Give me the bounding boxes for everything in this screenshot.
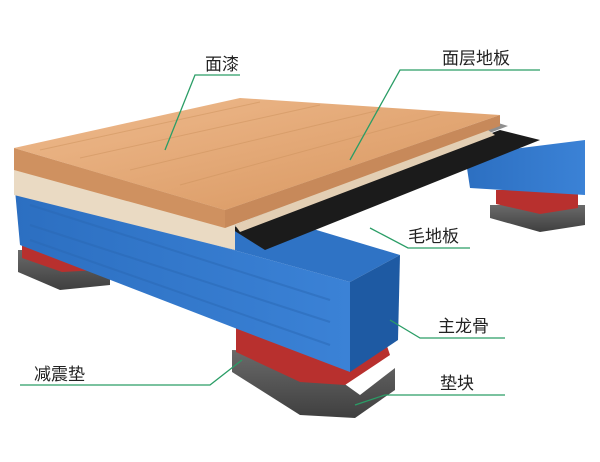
- label-surface-floor: 面层地板: [442, 49, 510, 69]
- wood-front: [14, 148, 225, 228]
- board-front: [14, 170, 235, 250]
- label-block: 垫块: [440, 374, 474, 394]
- wood-top: [14, 98, 500, 210]
- leader-shock-pad: [20, 359, 243, 386]
- leader-subfloor: [369, 227, 470, 249]
- main-joist-side: [15, 190, 350, 372]
- label-shock-pad: 减震垫: [34, 365, 85, 385]
- leader-block: [354, 394, 505, 406]
- label-main-joist: 主龙骨: [438, 317, 489, 337]
- back-block: [490, 205, 585, 232]
- label-subfloor: 毛地板: [408, 227, 459, 247]
- leader-finish-paint: [164, 74, 240, 151]
- back-support: [490, 190, 585, 232]
- back-shock-pad: [496, 190, 578, 214]
- leader-surface-floor: [349, 69, 540, 161]
- wood-right: [225, 115, 500, 228]
- wood-surface: [14, 98, 500, 228]
- leader-main-joist: [389, 319, 505, 339]
- board-right: [235, 128, 495, 232]
- main-joist-end: [350, 255, 400, 372]
- label-finish-paint: 面漆: [205, 55, 239, 75]
- subfloor-black-edge: [230, 130, 540, 250]
